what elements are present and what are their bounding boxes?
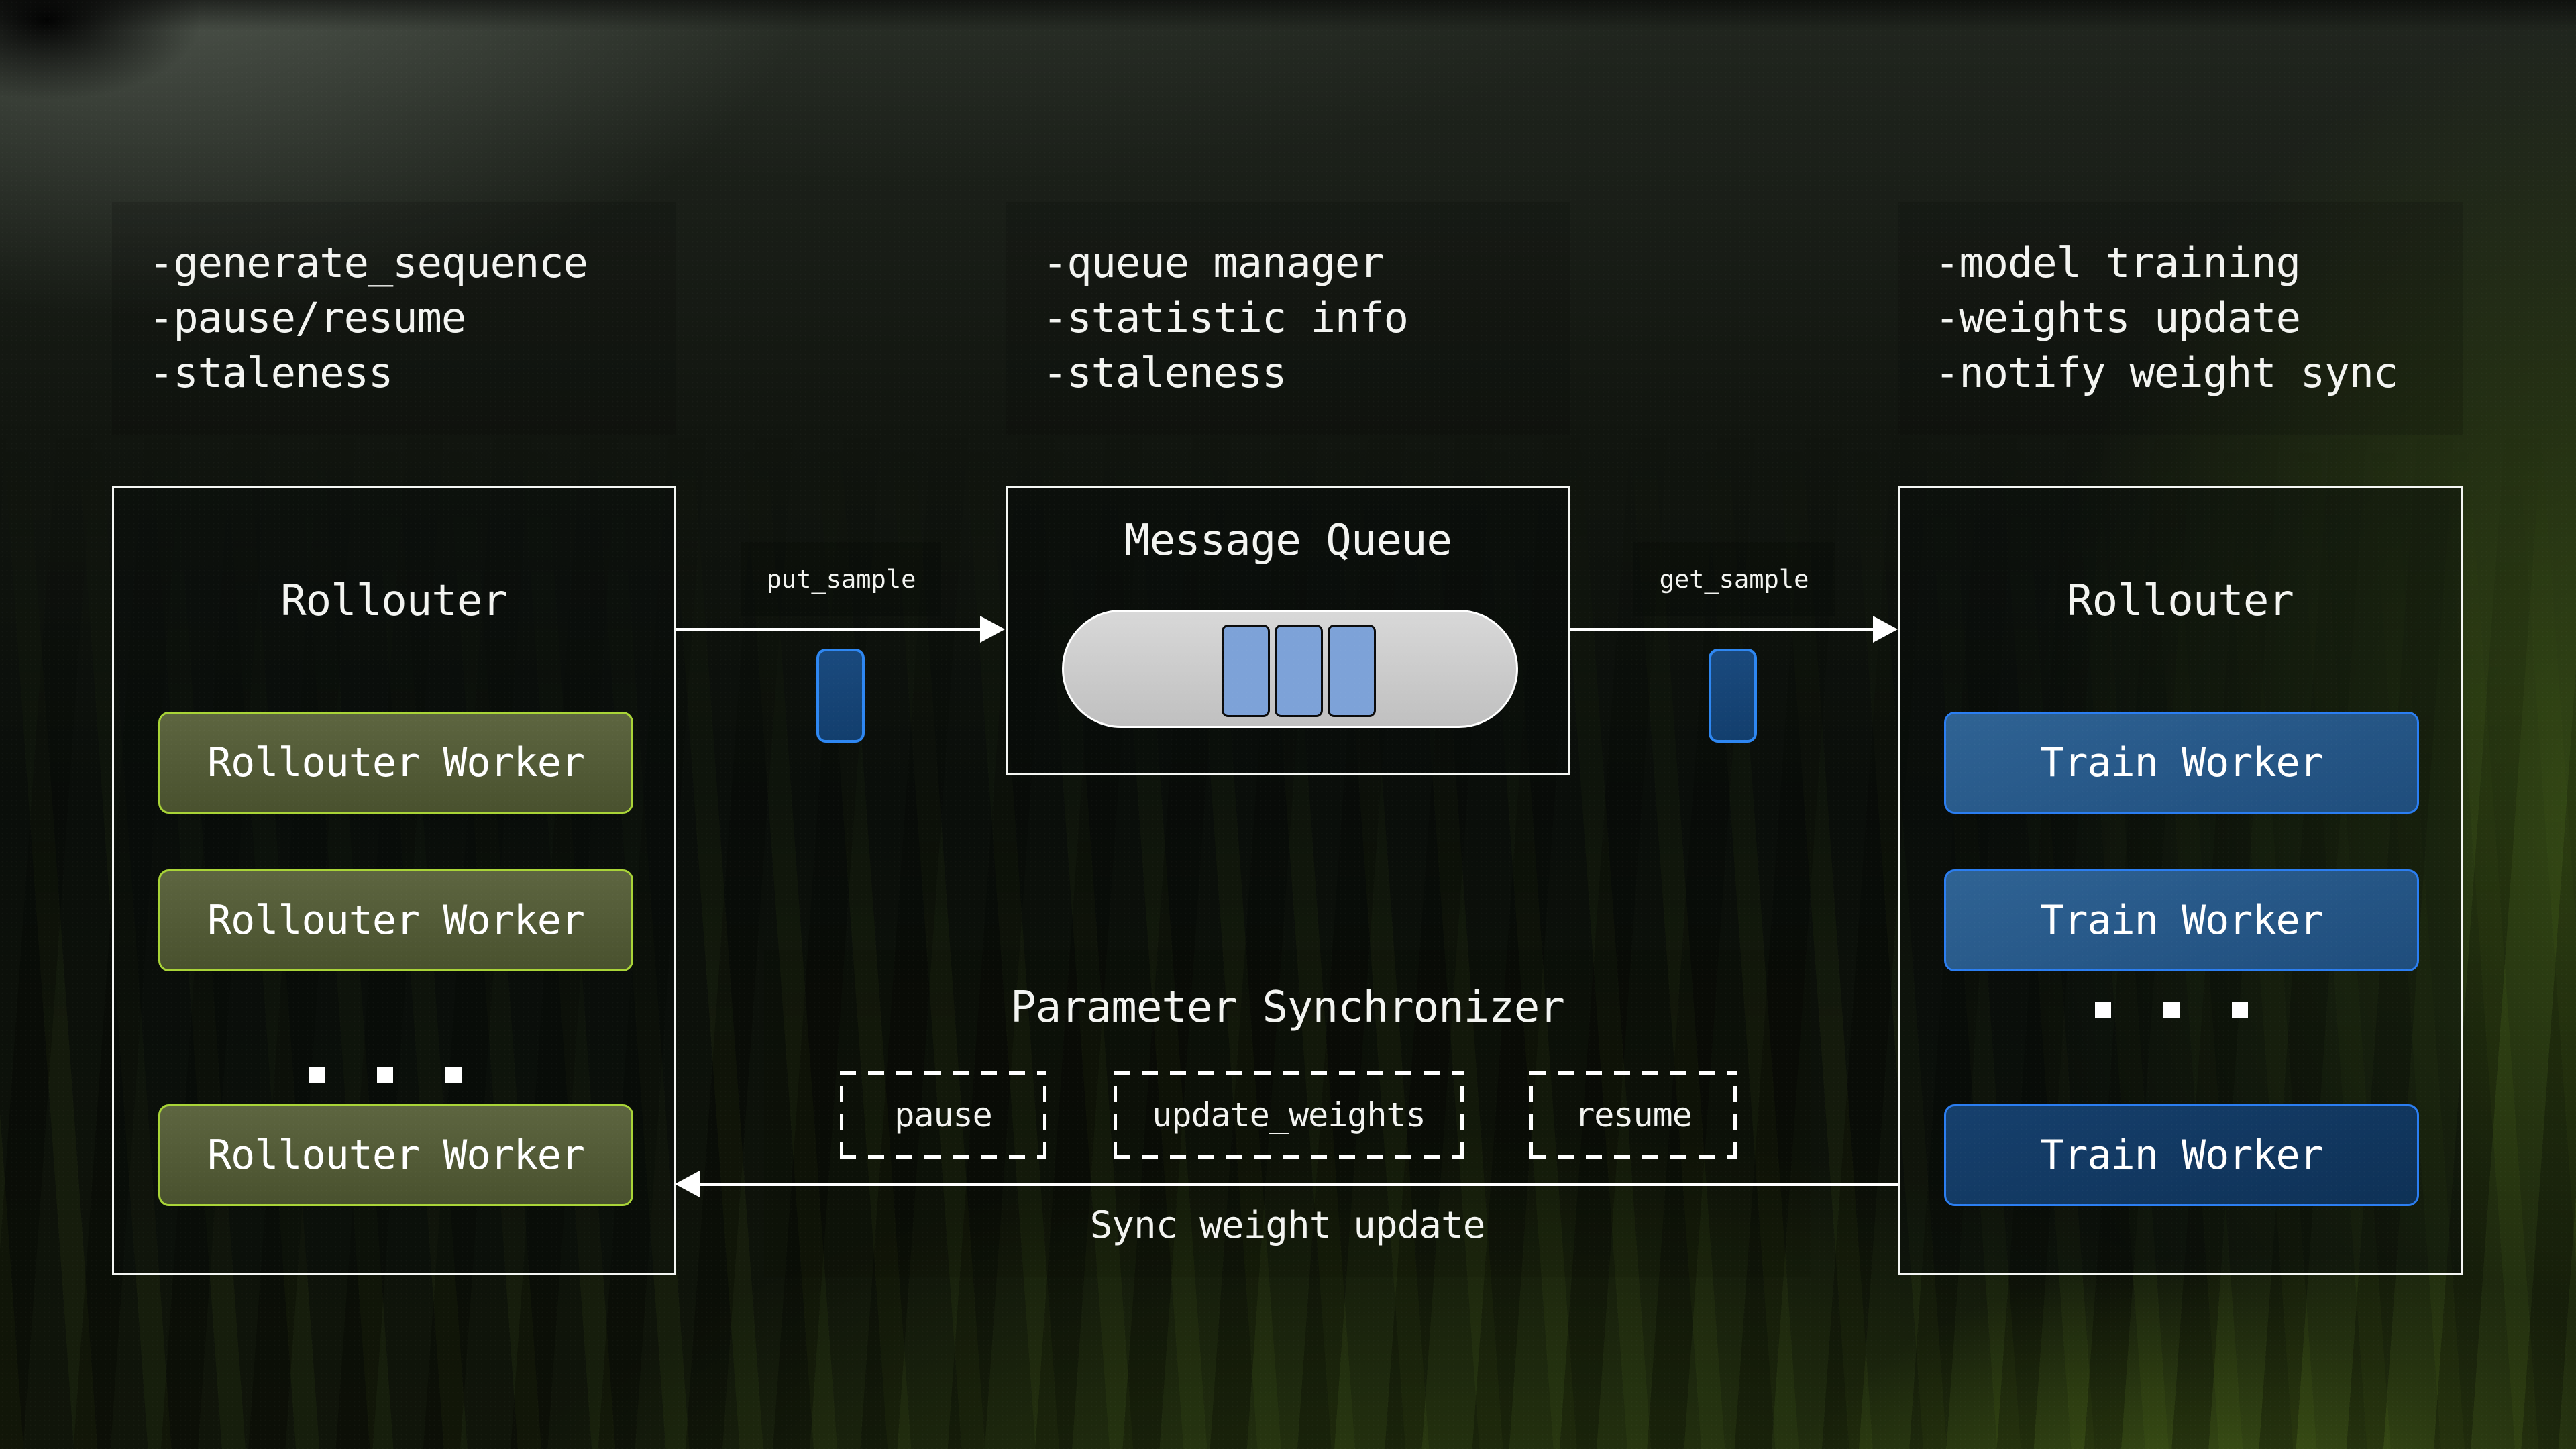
op-box-update-weights: update_weights — [1114, 1071, 1464, 1159]
sync-weight-label: Sync weight update — [1089, 1203, 1486, 1247]
panel-title: Message Queue — [1124, 516, 1452, 566]
parameter-synchronizer-box: Parameter Synchronizer pause update_weig… — [764, 950, 1811, 1277]
ellipsis-dot — [445, 1067, 462, 1083]
get-sample-label-box: get_sample — [1633, 542, 1835, 616]
top-edge-shade — [0, 0, 2576, 31]
ellipsis-dot — [2232, 1002, 2248, 1018]
panel-title: Rollouter — [2067, 576, 2294, 626]
annotation-line: -statistic info — [1042, 293, 1409, 342]
ellipsis-dot — [309, 1067, 325, 1083]
rollouter-panel-left: Rollouter Rollouter Worker Rollouter Wor… — [112, 486, 676, 1275]
annotation-line: -notify weight sync — [1935, 348, 2398, 397]
arrow-sync-weight-line — [698, 1183, 1898, 1186]
annotation-line: -model training — [1935, 238, 2301, 287]
panel-title: Rollouter — [280, 576, 508, 626]
arrowhead-right-icon — [1873, 616, 1898, 643]
annotation-line: -staleness — [149, 348, 393, 397]
train-worker-box: Train Worker — [1944, 869, 2419, 971]
sample-token-right — [1709, 649, 1757, 743]
arrow-get-sample-line — [1570, 628, 1874, 631]
ellipsis-dot — [2163, 1002, 2180, 1018]
rollouter-worker-box: Rollouter Worker — [158, 712, 633, 814]
arrowhead-left-icon — [675, 1171, 700, 1197]
arrow-put-sample-line — [676, 628, 981, 631]
rollouter-panel-right: Rollouter Train Worker Train Worker Trai… — [1898, 486, 2463, 1275]
ellipsis-dot — [2095, 1002, 2111, 1018]
annotation-line: -queue manager — [1042, 238, 1385, 287]
rollouter-worker-box: Rollouter Worker — [158, 1104, 633, 1206]
message-queue-box: Message Queue — [1006, 486, 1570, 775]
queue-slot — [1222, 625, 1270, 717]
arrowhead-right-icon — [980, 616, 1005, 643]
annotation-line: -weights update — [1935, 293, 2301, 342]
queue-capsule — [1062, 610, 1518, 728]
ellipsis-dots — [309, 1067, 462, 1083]
synchronizer-title: Parameter Synchronizer — [1010, 983, 1565, 1032]
sample-token-left — [816, 649, 865, 743]
queue-slot — [1328, 625, 1376, 717]
ellipsis-dot — [377, 1067, 393, 1083]
put-sample-label-box: put_sample — [741, 542, 941, 616]
train-worker-box: Train Worker — [1944, 712, 2419, 814]
annotation-line: -pause/resume — [149, 293, 466, 342]
annotation-box-queue: -queue manager -statistic info -stalenes… — [1006, 202, 1570, 435]
op-box-pause: pause — [840, 1071, 1046, 1159]
rollouter-worker-box: Rollouter Worker — [158, 869, 633, 971]
annotation-line: -generate_sequence — [149, 238, 588, 287]
annotation-box-trainer: -model training -weights update -notify … — [1898, 202, 2463, 435]
op-box-resume: resume — [1529, 1071, 1737, 1159]
annotation-line: -staleness — [1042, 348, 1287, 397]
train-worker-box: Train Worker — [1944, 1104, 2419, 1206]
annotation-box-rollouter: -generate_sequence -pause/resume -stalen… — [112, 202, 676, 435]
ellipsis-dots — [2095, 1002, 2248, 1018]
queue-slot — [1275, 625, 1323, 717]
